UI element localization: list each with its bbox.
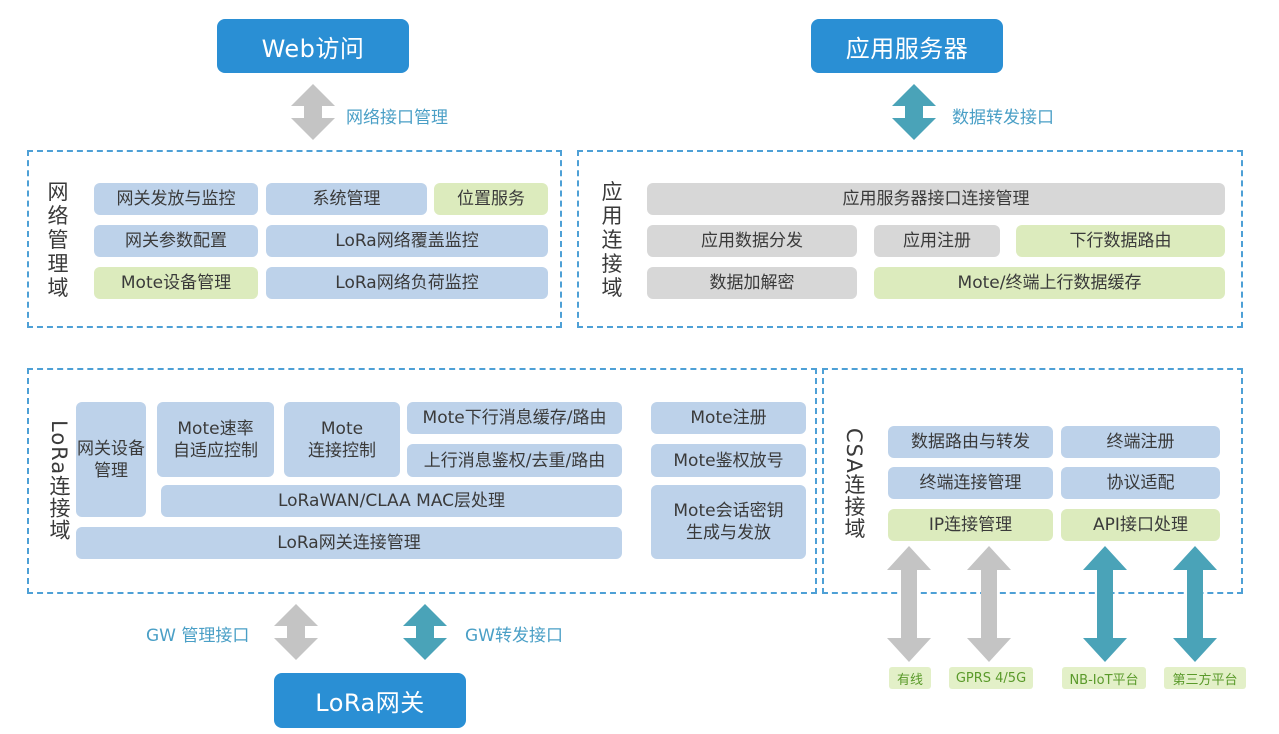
network-interface-label: 网络接口管理 (346, 108, 448, 128)
app-domain-label: 应用连接域 (601, 180, 623, 300)
location-service: 位置服务 (434, 183, 548, 215)
mote-connection-control: Mote 连接控制 (284, 402, 400, 477)
tag-wired: 有线 (889, 667, 931, 689)
web-access-node: Web访问 (217, 19, 409, 73)
lora-gateway-connection-mgmt: LoRa网关连接管理 (76, 527, 622, 559)
tag-third-party: 第三方平台 (1164, 667, 1246, 689)
mote-rate-adaptive-control: Mote速率 自适应控制 (157, 402, 274, 477)
uplink-auth-dedup-routing: 上行消息鉴权/去重/路由 (407, 444, 622, 477)
tag-gprs: GPRS 4/5G (949, 667, 1033, 689)
app-server-interface-mgmt: 应用服务器接口连接管理 (647, 183, 1225, 215)
gateway-parameter-config: 网关参数配置 (94, 225, 258, 257)
gw-manage-arrow (274, 604, 318, 660)
app-server-node: 应用服务器 (811, 19, 1003, 73)
mote-downlink-cache-routing: Mote下行消息缓存/路由 (407, 402, 622, 434)
terminal-registration: 终端注册 (1061, 426, 1220, 458)
lorawan-claa-mac-processing: LoRaWAN/CLAA MAC层处理 (161, 485, 622, 517)
wired-arrow (887, 546, 931, 662)
gateway-provision-monitor: 网关发放与监控 (94, 183, 258, 215)
lora-gateway-node: LoRa网关 (274, 673, 466, 728)
system-management: 系统管理 (266, 183, 427, 215)
app-data-distribution: 应用数据分发 (647, 225, 857, 257)
ip-connection-mgmt: IP连接管理 (888, 509, 1053, 541)
network-management-domain (27, 150, 562, 328)
gprs-arrow (967, 546, 1011, 662)
network-interface-arrow (291, 84, 335, 140)
mote-device-management: Mote设备管理 (94, 267, 258, 299)
csa-connection-domain (822, 368, 1243, 594)
lora-load-monitor: LoRa网络负荷监控 (266, 267, 548, 299)
mote-uplink-cache: Mote/终端上行数据缓存 (874, 267, 1225, 299)
application-connection-domain (577, 150, 1243, 328)
gw-forward-label: GW转发接口 (465, 626, 563, 646)
data-forward-label: 数据转发接口 (952, 108, 1054, 128)
mote-session-key-generation: Mote会话密钥 生成与发放 (651, 485, 806, 559)
mote-auth-number-issue: Mote鉴权放号 (651, 444, 806, 477)
lora-connection-domain (27, 368, 817, 594)
terminal-connection-mgmt: 终端连接管理 (888, 467, 1053, 499)
lora-domain-label: LoRa连接域 (47, 420, 71, 542)
gw-manage-label: GW 管理接口 (146, 626, 250, 646)
downlink-data-routing: 下行数据路由 (1016, 225, 1225, 257)
tag-nbiot: NB-IoT平台 (1062, 667, 1146, 689)
third-party-arrow (1173, 546, 1217, 662)
data-encryption-decryption: 数据加解密 (647, 267, 857, 299)
gw-forward-arrow (403, 604, 447, 660)
network-domain-label: 网络管理域 (47, 180, 69, 300)
lora-coverage-monitor: LoRa网络覆盖监控 (266, 225, 548, 257)
gateway-device-management: 网关设备 管理 (76, 402, 146, 517)
data-routing-forwarding: 数据路由与转发 (888, 426, 1053, 458)
api-interface-processing: API接口处理 (1061, 509, 1220, 541)
nbiot-arrow (1083, 546, 1127, 662)
app-registration: 应用注册 (874, 225, 1000, 257)
protocol-adaptation: 协议适配 (1061, 467, 1220, 499)
data-forward-arrow (892, 84, 936, 140)
csa-domain-label: CSA连接域 (842, 428, 866, 540)
mote-registration: Mote注册 (651, 402, 806, 434)
